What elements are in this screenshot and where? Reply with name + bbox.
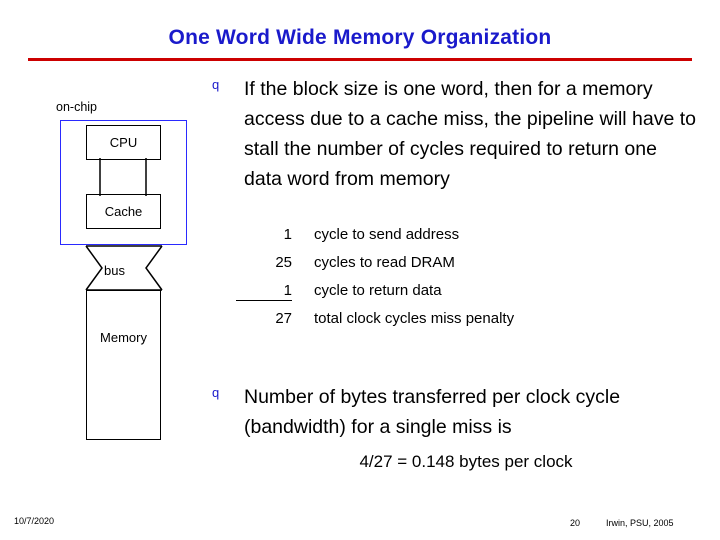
bus-connector <box>85 245 163 291</box>
footer-date: 10/7/2020 <box>14 516 55 526</box>
page-title: One Word Wide Memory Organization <box>168 26 552 49</box>
memory-organization-diagram: on-chip CPU Cache bus Memory <box>0 0 210 540</box>
cycle-value: 25 <box>275 254 292 271</box>
cycle-label: cycles to read DRAM <box>314 254 455 271</box>
bullet-1-text: If the block size is one word, then for … <box>244 78 696 191</box>
table-row: 1 cycle to return data <box>236 282 656 310</box>
bullet-2-text: Number of bytes transferred per clock cy… <box>244 386 621 439</box>
cycle-value: 1 <box>283 226 292 243</box>
bullet-marker-icon: q <box>212 77 220 92</box>
on-chip-label: on-chip <box>56 100 97 114</box>
memory-box <box>86 290 161 440</box>
bandwidth-result: 4/27 = 0.148 bytes per clock <box>359 452 573 471</box>
memory-label: Memory <box>100 330 147 345</box>
bullet-item-1: q If the block size is one word, then fo… <box>212 74 700 194</box>
table-row: 1 cycle to send address <box>236 226 656 254</box>
table-row: 27 total clock cycles miss penalty <box>236 310 656 338</box>
cpu-box: CPU <box>86 125 161 160</box>
cycle-total-value: 27 <box>275 310 292 327</box>
bus-label: bus <box>104 263 125 278</box>
title-underline-rule <box>28 58 692 61</box>
cpu-cache-connector <box>99 158 147 196</box>
table-row: 25 cycles to read DRAM <box>236 254 656 282</box>
cycle-label: cycle to send address <box>314 226 460 243</box>
cache-box: Cache <box>86 194 161 229</box>
footer-page-number: 20 <box>570 518 581 528</box>
cycle-breakdown-table: 1 cycle to send address 25 cycles to rea… <box>236 226 656 338</box>
cycle-value: 1 <box>236 282 292 301</box>
footer-credit: Irwin, PSU, 2005 <box>606 518 674 528</box>
on-chip-boundary-box <box>60 120 187 245</box>
bullet-marker-icon: q <box>212 385 220 400</box>
bullet-item-2: q Number of bytes transferred per clock … <box>212 382 700 442</box>
cycle-total-label: total clock cycles miss penalty <box>314 310 515 327</box>
cycle-label: cycle to return data <box>314 282 442 299</box>
